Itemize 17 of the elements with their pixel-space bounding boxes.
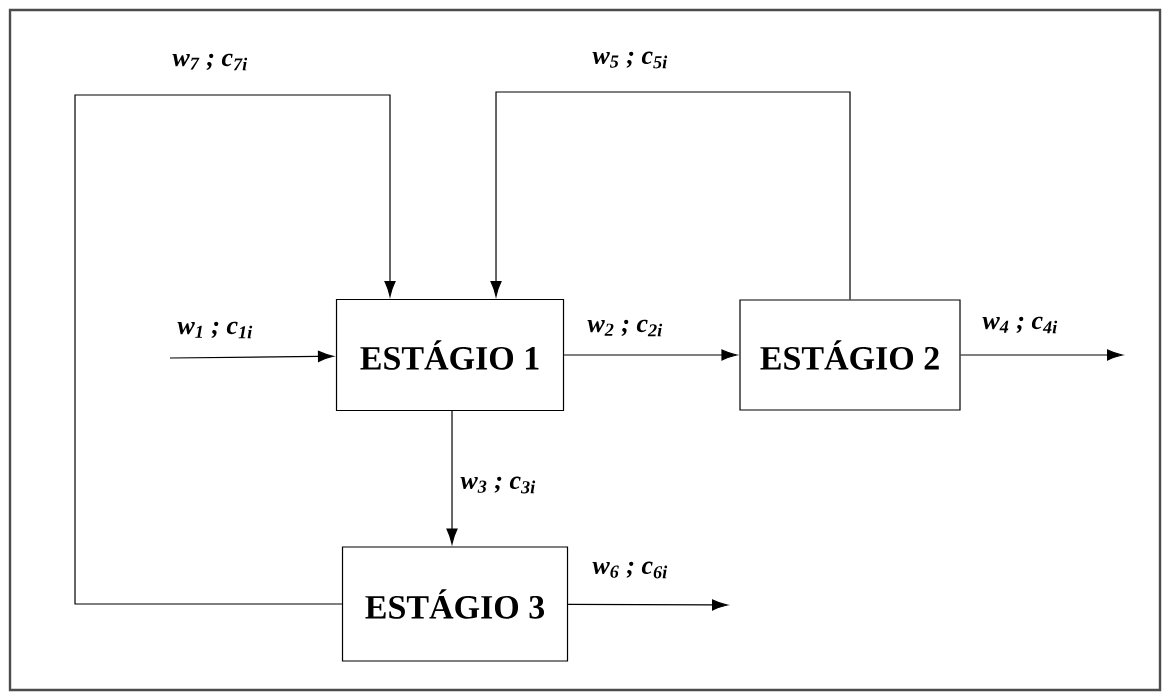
arrow [567,599,728,611]
arrow [169,350,334,362]
edge-label: w$_{2}$ ; c$_{2i}$ [587,319,663,337]
process-box: ESTÁGIO 1 [335,298,565,412]
process-box: ESTÁGIO 3 [341,546,569,662]
process-box: ESTÁGIO 2 [739,299,961,411]
arrow [74,94,396,605]
edge-label: w$_{5}$ ; c$_{5i}$ [592,51,668,69]
arrow [446,410,458,545]
edge-label: w$_{1}$ ; c$_{1i}$ [177,321,253,339]
edge-label: w$_{6}$ ; c$_{6i}$ [592,561,668,579]
arrow [563,349,738,361]
arrow [490,91,851,300]
arrow [960,349,1123,361]
edge-label: w$_{3}$ ; c$_{3i}$ [460,476,536,494]
edge-label: w$_{4}$ ; c$_{4i}$ [982,316,1058,334]
edge-label: w$_{7}$ ; c$_{7i}$ [172,53,248,71]
